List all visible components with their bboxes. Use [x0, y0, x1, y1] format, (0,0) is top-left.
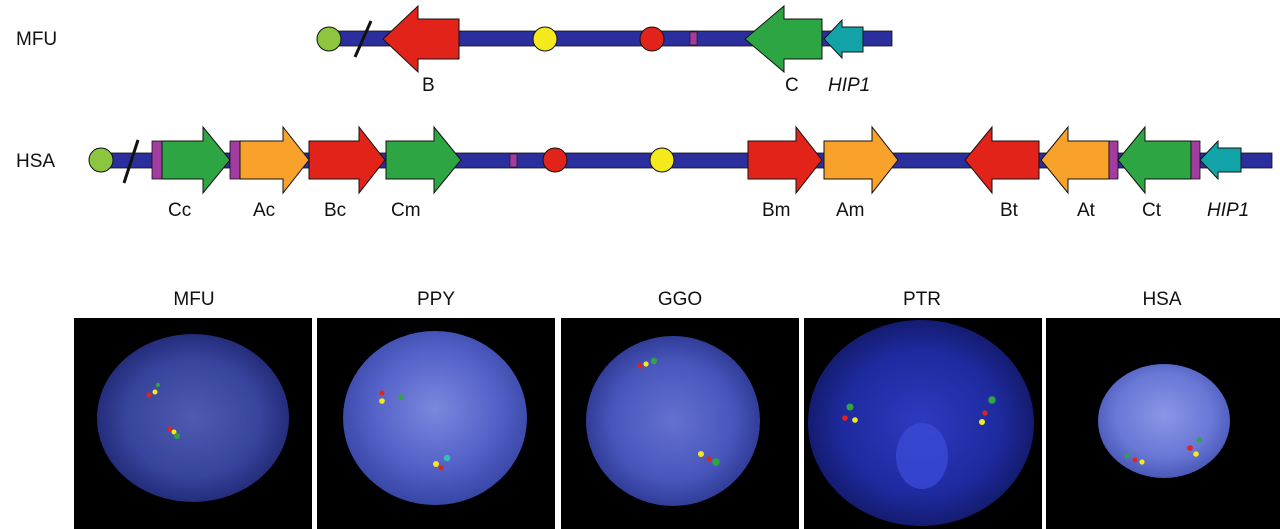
hsa-magenta-marker	[509, 153, 518, 168]
hsa-gene-ct-arrow	[1117, 125, 1192, 195]
mfu-break-mark	[353, 20, 373, 58]
hsa-magenta-block	[151, 140, 163, 180]
fish-signal-yellow	[698, 451, 704, 457]
hsa-red-marker	[542, 147, 568, 173]
fish-signal-yellow	[171, 429, 177, 435]
hsa-gene-am-arrow	[823, 125, 899, 195]
fish-signal-yellow	[643, 361, 649, 367]
nucleolus	[896, 423, 948, 489]
fish-signal-green	[1196, 437, 1202, 443]
mfu-gene-c-label: C	[785, 75, 799, 96]
hsa-map: HSA Cc Ac Bc Cm Bm Am Bt At Ct HIP1	[16, 125, 1273, 221]
fish-panel-ppy: PPY	[317, 289, 555, 529]
fish-panel-hsa: HSA	[1046, 289, 1280, 529]
mfu-red-marker	[639, 26, 665, 52]
hsa-magenta-block	[1190, 140, 1201, 180]
fish-signal-red	[379, 390, 385, 396]
mfu-gene-hip1-arrow	[823, 18, 864, 60]
nucleus	[586, 336, 760, 506]
hsa-gene-am-label: Am	[836, 200, 865, 221]
panel-title: GGO	[658, 289, 702, 310]
fish-signal-yellow	[379, 398, 385, 404]
mfu-centromere-marker	[316, 26, 342, 52]
panel-title: PTR	[903, 289, 941, 310]
mfu-yellow-marker	[532, 26, 558, 52]
hsa-gene-ac-label: Ac	[253, 200, 275, 221]
hsa-gene-bc-label: Bc	[324, 200, 346, 221]
mfu-gene-hip1-label: HIP1	[828, 75, 870, 96]
fish-signal-green	[712, 458, 720, 466]
fish-signal-yellow	[433, 461, 439, 467]
fish-panel-ggo: GGO	[561, 289, 799, 529]
fish-signal-yellow	[852, 417, 858, 423]
hsa-gene-bm-arrow	[747, 125, 823, 195]
hsa-gene-cc-arrow	[161, 125, 231, 195]
fish-signal-green	[155, 382, 161, 388]
nucleus	[97, 334, 289, 502]
fish-signal-red	[982, 410, 988, 416]
fish-signal-yellow	[1139, 459, 1145, 465]
mfu-species-label: MFU	[16, 29, 57, 50]
hsa-gene-hip1-arrow	[1199, 139, 1242, 181]
panel-title: PPY	[417, 289, 455, 310]
fish-signal-red	[706, 456, 712, 462]
hsa-gene-hip1-label: HIP1	[1207, 200, 1249, 221]
hsa-magenta-block	[1108, 140, 1119, 180]
nucleus	[1098, 364, 1230, 478]
panel-title: HSA	[1142, 289, 1181, 310]
hsa-gene-bc-arrow	[308, 125, 386, 195]
hsa-magenta-block	[229, 140, 241, 180]
hsa-gene-bt-label: Bt	[1000, 200, 1019, 221]
mfu-magenta-marker	[689, 31, 698, 46]
hsa-gene-bm-label: Bm	[762, 200, 791, 221]
mfu-gene-b-label: B	[422, 75, 435, 96]
fish-signal-red	[1132, 457, 1138, 463]
mfu-gene-c-arrow	[744, 4, 823, 74]
fish-signal-green	[846, 403, 854, 411]
fish-signal-yellow	[979, 419, 985, 425]
fish-signal-red	[1187, 445, 1193, 451]
fish-signal-yellow	[1193, 451, 1199, 457]
fish-signal-red	[842, 415, 848, 421]
fish-signal-red	[146, 392, 152, 398]
fish-signal-red	[438, 465, 444, 471]
hsa-yellow-marker	[649, 147, 675, 173]
fish-signal-red	[637, 363, 643, 369]
nucleus	[808, 320, 1034, 526]
hsa-gene-ct-label: Ct	[1142, 200, 1162, 221]
fish-signal-cyan	[443, 454, 451, 462]
fish-signal-green	[988, 396, 996, 404]
hsa-gene-bt-arrow	[964, 125, 1040, 195]
fish-signal-green	[174, 433, 180, 439]
hsa-species-label: HSA	[16, 151, 55, 172]
fish-panel-mfu: MFU	[74, 289, 312, 529]
fish-panel-ptr: PTR	[804, 289, 1042, 529]
fish-signal-green	[650, 357, 658, 365]
hsa-centromere-marker	[88, 147, 114, 173]
panel-title: MFU	[173, 289, 214, 310]
hsa-gene-at-label: At	[1077, 200, 1096, 221]
mfu-map: MFU B C HIP1	[16, 4, 893, 96]
nucleus	[343, 331, 527, 505]
mfu-gene-b-arrow	[382, 4, 460, 74]
hsa-gene-cc-label: Cc	[168, 200, 191, 221]
hsa-gene-cm-label: Cm	[391, 200, 421, 221]
fish-signal-green	[1124, 453, 1130, 459]
hsa-gene-ac-arrow	[239, 125, 310, 195]
fish-signal-yellow	[152, 389, 158, 395]
hsa-gene-at-arrow	[1040, 125, 1110, 195]
fish-signal-green	[398, 394, 404, 400]
hsa-gene-cm-arrow	[385, 125, 462, 195]
fish-signal-red	[167, 426, 173, 432]
hsa-break-mark	[122, 139, 140, 184]
